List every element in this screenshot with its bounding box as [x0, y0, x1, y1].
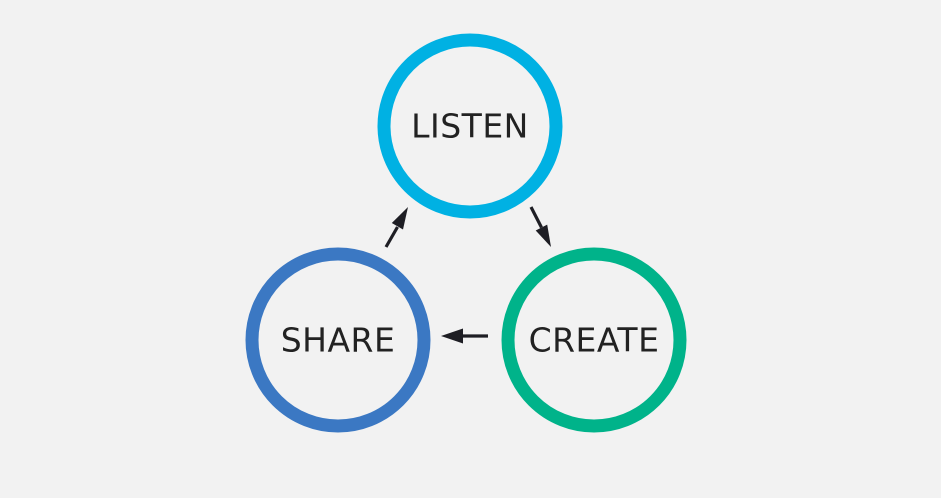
- node-create-ring: [501, 247, 687, 433]
- node-listen-label: LISTEN: [411, 107, 529, 146]
- node-listen-ring: [377, 33, 563, 219]
- node-create: CREATE: [501, 247, 687, 433]
- arrow-create-to-share: [441, 328, 488, 344]
- node-share-label: SHARE: [281, 321, 396, 360]
- node-share: SHARE: [245, 247, 431, 433]
- arrow-share-to-listen: [384, 207, 408, 248]
- node-create-label: CREATE: [529, 321, 660, 360]
- arrow-listen-to-create-head: [535, 224, 551, 247]
- arrow-listen-to-create-shaft: [529, 206, 543, 229]
- arrow-listen-to-create: [529, 206, 551, 247]
- node-listen: LISTEN: [377, 33, 563, 219]
- arrow-share-to-listen-shaft: [384, 226, 399, 248]
- node-share-ring: [245, 247, 431, 433]
- arrow-create-to-share-head: [441, 328, 463, 344]
- arrow-share-to-listen-head: [391, 207, 408, 230]
